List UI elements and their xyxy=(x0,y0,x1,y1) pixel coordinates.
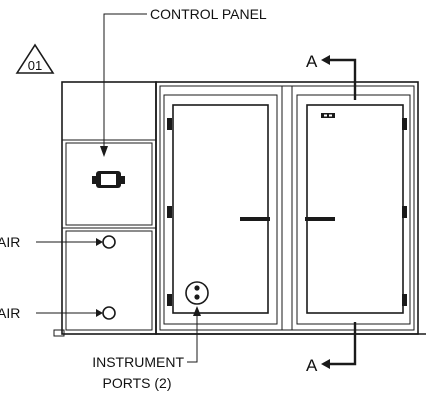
left-door-hinge-mid xyxy=(167,206,172,218)
control-panel-arrowhead xyxy=(100,146,108,157)
right-door xyxy=(296,94,411,325)
left-door-handle xyxy=(240,217,270,221)
control-panel-callout: CONTROL PANEL xyxy=(100,6,267,157)
air-upper-label: AIR xyxy=(0,234,20,250)
left-cabinet xyxy=(53,81,157,337)
left-door-hinge-top xyxy=(167,118,172,130)
instrument-ports-label-line1: INSTRUMENT xyxy=(92,354,184,370)
cabinet-foot xyxy=(53,329,65,337)
section-marker-bottom: A xyxy=(306,322,357,375)
air-port-upper: AIR xyxy=(0,234,116,250)
section-marker-top: A xyxy=(306,52,357,100)
revision-tag: 01 xyxy=(28,58,42,73)
right-door-hinge-mid xyxy=(402,206,407,218)
control-panel-device xyxy=(92,171,125,188)
chamber-frame xyxy=(140,81,426,335)
right-door-handle xyxy=(305,217,335,221)
air-lower-label: AIR xyxy=(0,305,20,321)
right-door-nameplate xyxy=(321,113,335,118)
left-door xyxy=(163,94,278,325)
section-bottom-label: A xyxy=(306,356,318,375)
instrument-ports-label-line2: PORTS (2) xyxy=(103,375,172,391)
left-door-hinge-bottom xyxy=(167,294,172,306)
instrument-ports: INSTRUMENT PORTS (2) xyxy=(92,281,209,391)
instrument-ports-arrowhead xyxy=(193,306,201,316)
right-door-hinge-top xyxy=(402,118,407,130)
control-panel-label: CONTROL PANEL xyxy=(150,6,267,22)
right-door-hinge-bottom xyxy=(402,294,407,306)
revision-triangle: 01 xyxy=(15,43,55,74)
section-top-label: A xyxy=(306,52,318,71)
air-port-lower: AIR xyxy=(0,305,116,321)
